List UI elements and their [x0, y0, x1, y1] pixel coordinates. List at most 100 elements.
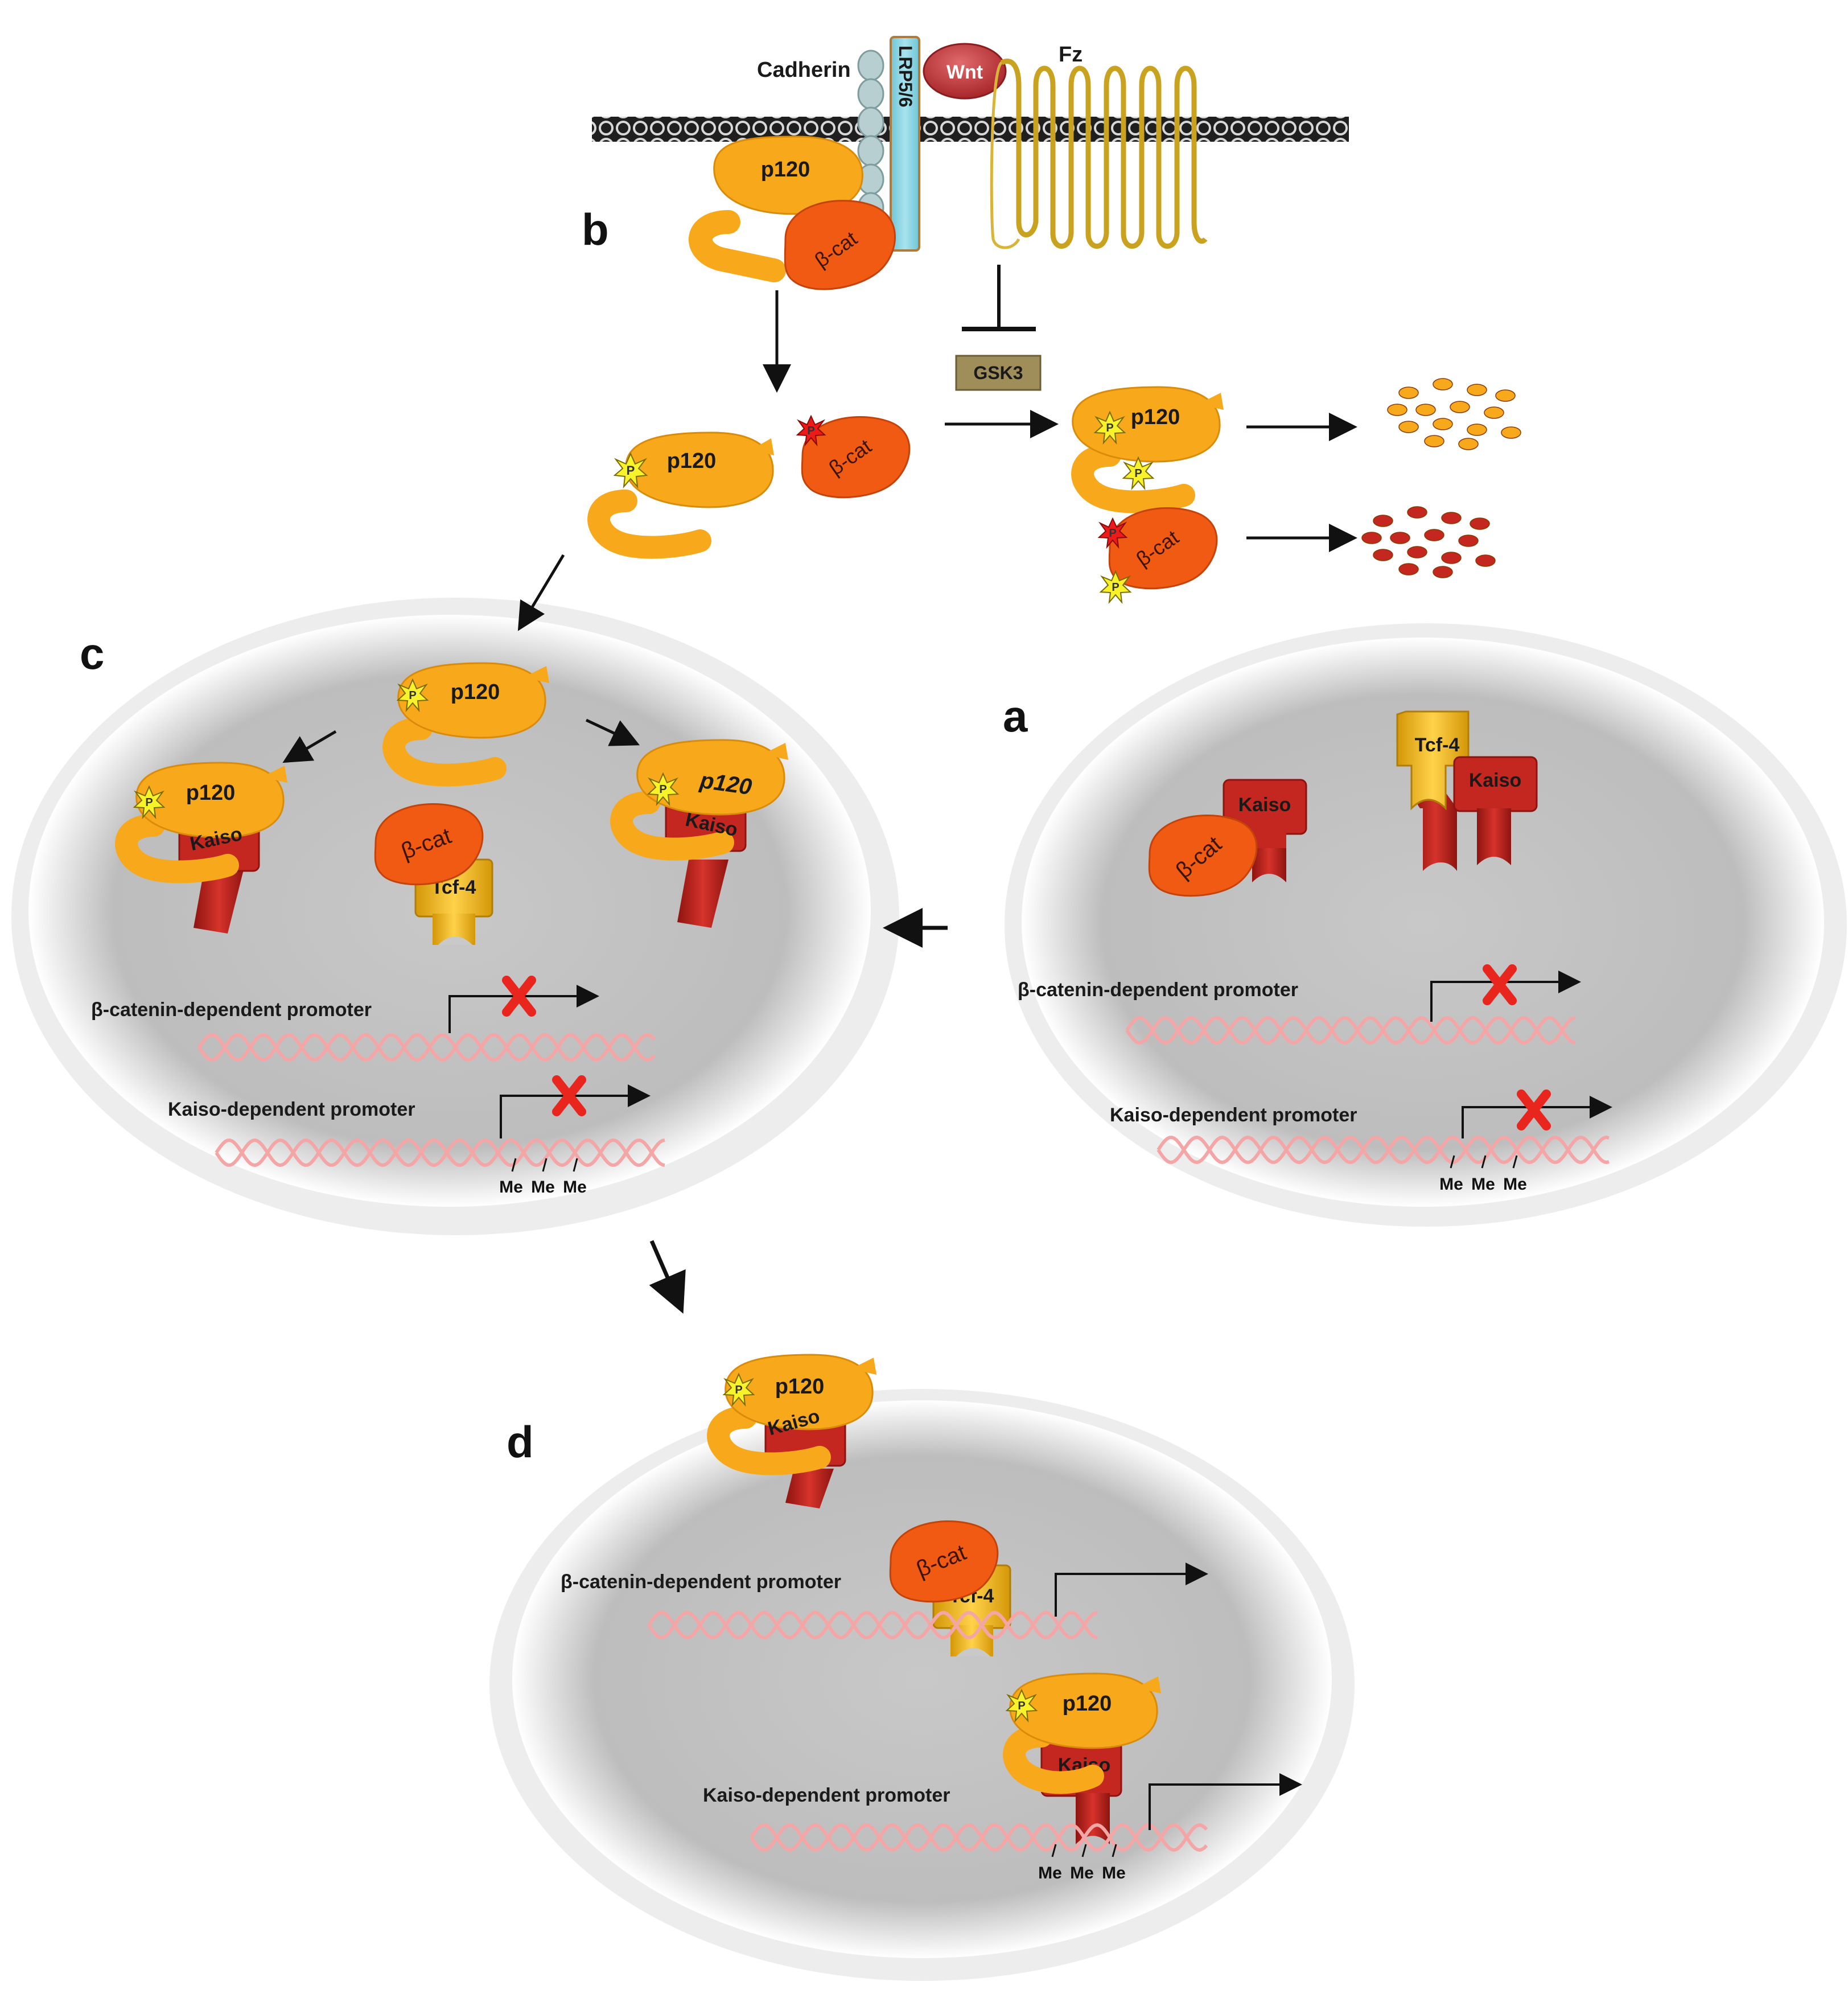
p120-kaiso-complex-d-bottom: Kaiso p120 P	[1003, 1672, 1161, 1844]
beta-cat-membrane: β-cat	[784, 200, 896, 290]
block-x-icon	[552, 1075, 586, 1116]
beta-cat-degraded-fragments	[1361, 506, 1496, 578]
panel-label-a: a	[1003, 691, 1028, 741]
svg-text:P: P	[1106, 422, 1113, 434]
tcf4-kaiso-complex-a: Tcf-4 Kaiso	[1396, 710, 1538, 871]
svg-text:P: P	[1112, 581, 1119, 594]
dna-bcat-d	[647, 1610, 1098, 1640]
svg-text:p120: p120	[667, 449, 717, 473]
promoter-label-bcat-c: β-catenin-dependent promoter	[91, 999, 372, 1021]
phospho-star-icon: P	[722, 1372, 755, 1407]
gsk3-box: GSK3	[955, 355, 1042, 391]
svg-text:P: P	[1018, 1700, 1025, 1712]
promoter-label-kaiso-d: Kaiso-dependent promoter	[703, 1785, 950, 1806]
lrp-receptor: LRP5/6	[890, 36, 920, 252]
p120-label: p120	[761, 158, 810, 182]
block-x-icon	[502, 976, 536, 1017]
svg-text:P: P	[1134, 467, 1142, 480]
methylation-marks-d: Me Me Me	[1038, 1844, 1126, 1882]
svg-text:Kaiso: Kaiso	[1238, 794, 1291, 816]
svg-text:Me: Me	[531, 1178, 555, 1197]
svg-text:Me: Me	[1439, 1175, 1463, 1194]
bcat-tcf4-complex-c: Tcf-4 β-cat	[374, 803, 493, 945]
panel-label-b: b	[582, 204, 609, 254]
p120-degradation: p120 P P	[1071, 386, 1224, 513]
arrow-icon	[585, 718, 640, 746]
p120-membrane: p120	[689, 135, 863, 282]
svg-text:Kaiso: Kaiso	[1469, 770, 1522, 791]
dna-kaiso-c	[215, 1138, 665, 1167]
nucleus-d	[489, 1389, 1355, 1981]
svg-text:Me: Me	[499, 1178, 523, 1197]
dna-kaiso-a	[1156, 1135, 1610, 1165]
arrow-icon	[649, 1240, 686, 1314]
p120-free-phospho: p120 P	[587, 431, 774, 559]
p120-kaiso-complex-d-top: p120 Kaiso P	[707, 1354, 876, 1508]
transcription-arrow	[1430, 971, 1581, 1022]
svg-text:Tcf-4: Tcf-4	[1415, 734, 1460, 756]
lrp-label: LRP5/6	[895, 46, 916, 107]
methylation-marks-a: Me Me Me	[1439, 1155, 1527, 1194]
svg-text:Me: Me	[1070, 1864, 1094, 1882]
gsk3-label: GSK3	[973, 363, 1023, 383]
wnt-label: Wnt	[946, 61, 983, 83]
svg-text:P: P	[627, 463, 635, 478]
promoter-label-kaiso-a: Kaiso-dependent promoter	[1110, 1104, 1357, 1126]
svg-text:p120: p120	[775, 1375, 825, 1399]
arrow-icon	[517, 554, 565, 631]
arrow-icon	[282, 730, 337, 763]
bcat-kaiso-complex-a: Kaiso β-cat	[1148, 779, 1307, 897]
svg-text:P: P	[659, 783, 666, 796]
dna-bcat-a	[1125, 1016, 1576, 1045]
beta-cat-free-phospho: β-cat P	[796, 414, 911, 499]
phospho-star-icon: P	[396, 678, 429, 713]
block-x-icon	[1483, 964, 1517, 1005]
svg-text:P: P	[735, 1384, 742, 1396]
block-x-icon	[1517, 1090, 1551, 1130]
promoter-label-bcat-d: β-catenin-dependent promoter	[561, 1571, 841, 1593]
panel-label-d: d	[507, 1417, 534, 1467]
cadherin-label: Cadherin	[757, 58, 851, 82]
promoter-label-bcat-a: β-catenin-dependent promoter	[1018, 979, 1298, 1001]
svg-text:p120: p120	[451, 680, 500, 704]
phospho-star-icon: P	[613, 452, 648, 489]
svg-text:p120: p120	[1131, 405, 1180, 429]
svg-text:Me: Me	[563, 1178, 587, 1197]
cell-membrane	[592, 117, 1349, 142]
svg-text:P: P	[807, 425, 814, 437]
transcription-arrow	[500, 1084, 651, 1138]
phospho-star-icon: P	[133, 785, 166, 820]
dna-bcat-c	[197, 1033, 656, 1062]
transcription-arrow	[1462, 1096, 1612, 1138]
svg-text:Me: Me	[1503, 1175, 1527, 1194]
transcription-arrow	[1055, 1563, 1208, 1617]
svg-text:p120: p120	[186, 781, 236, 805]
wnt-ligand: Wnt	[923, 43, 1007, 100]
svg-text:P: P	[145, 796, 153, 809]
svg-text:Me: Me	[1471, 1175, 1495, 1194]
phospho-star-icon: P	[796, 414, 826, 447]
inhibition-icon	[962, 265, 1036, 331]
transcription-arrow	[448, 985, 599, 1033]
promoter-label-kaiso-c: Kaiso-dependent promoter	[168, 1099, 415, 1120]
svg-text:p120: p120	[1063, 1692, 1112, 1716]
svg-text:Me: Me	[1038, 1864, 1062, 1882]
p120-c-top: p120 P	[382, 662, 549, 787]
p120-kaiso-complex-c-left: p120 Kaiso P	[115, 762, 287, 934]
beta-cat-degradation: β-cat P P	[1097, 507, 1218, 605]
svg-text:P: P	[1109, 527, 1116, 540]
p120-kaiso-complex-c-right: p120 Kaiso P	[610, 739, 788, 928]
phospho-star-icon: P	[1099, 570, 1132, 605]
dna-kaiso-d	[750, 1823, 1208, 1852]
transcription-arrow	[1149, 1773, 1302, 1830]
methylation-marks-c: Me Me Me	[499, 1158, 587, 1197]
nucleus-a	[1005, 623, 1847, 1227]
svg-text:Me: Me	[1102, 1864, 1126, 1882]
phospho-star-icon: P	[1005, 1688, 1038, 1723]
panel-label-c: c	[80, 628, 104, 679]
frizzled-receptor	[990, 59, 1208, 249]
phospho-star-icon: P	[1122, 456, 1155, 491]
phospho-star-icon: P	[1093, 410, 1126, 445]
phospho-star-icon: P	[1097, 517, 1128, 549]
